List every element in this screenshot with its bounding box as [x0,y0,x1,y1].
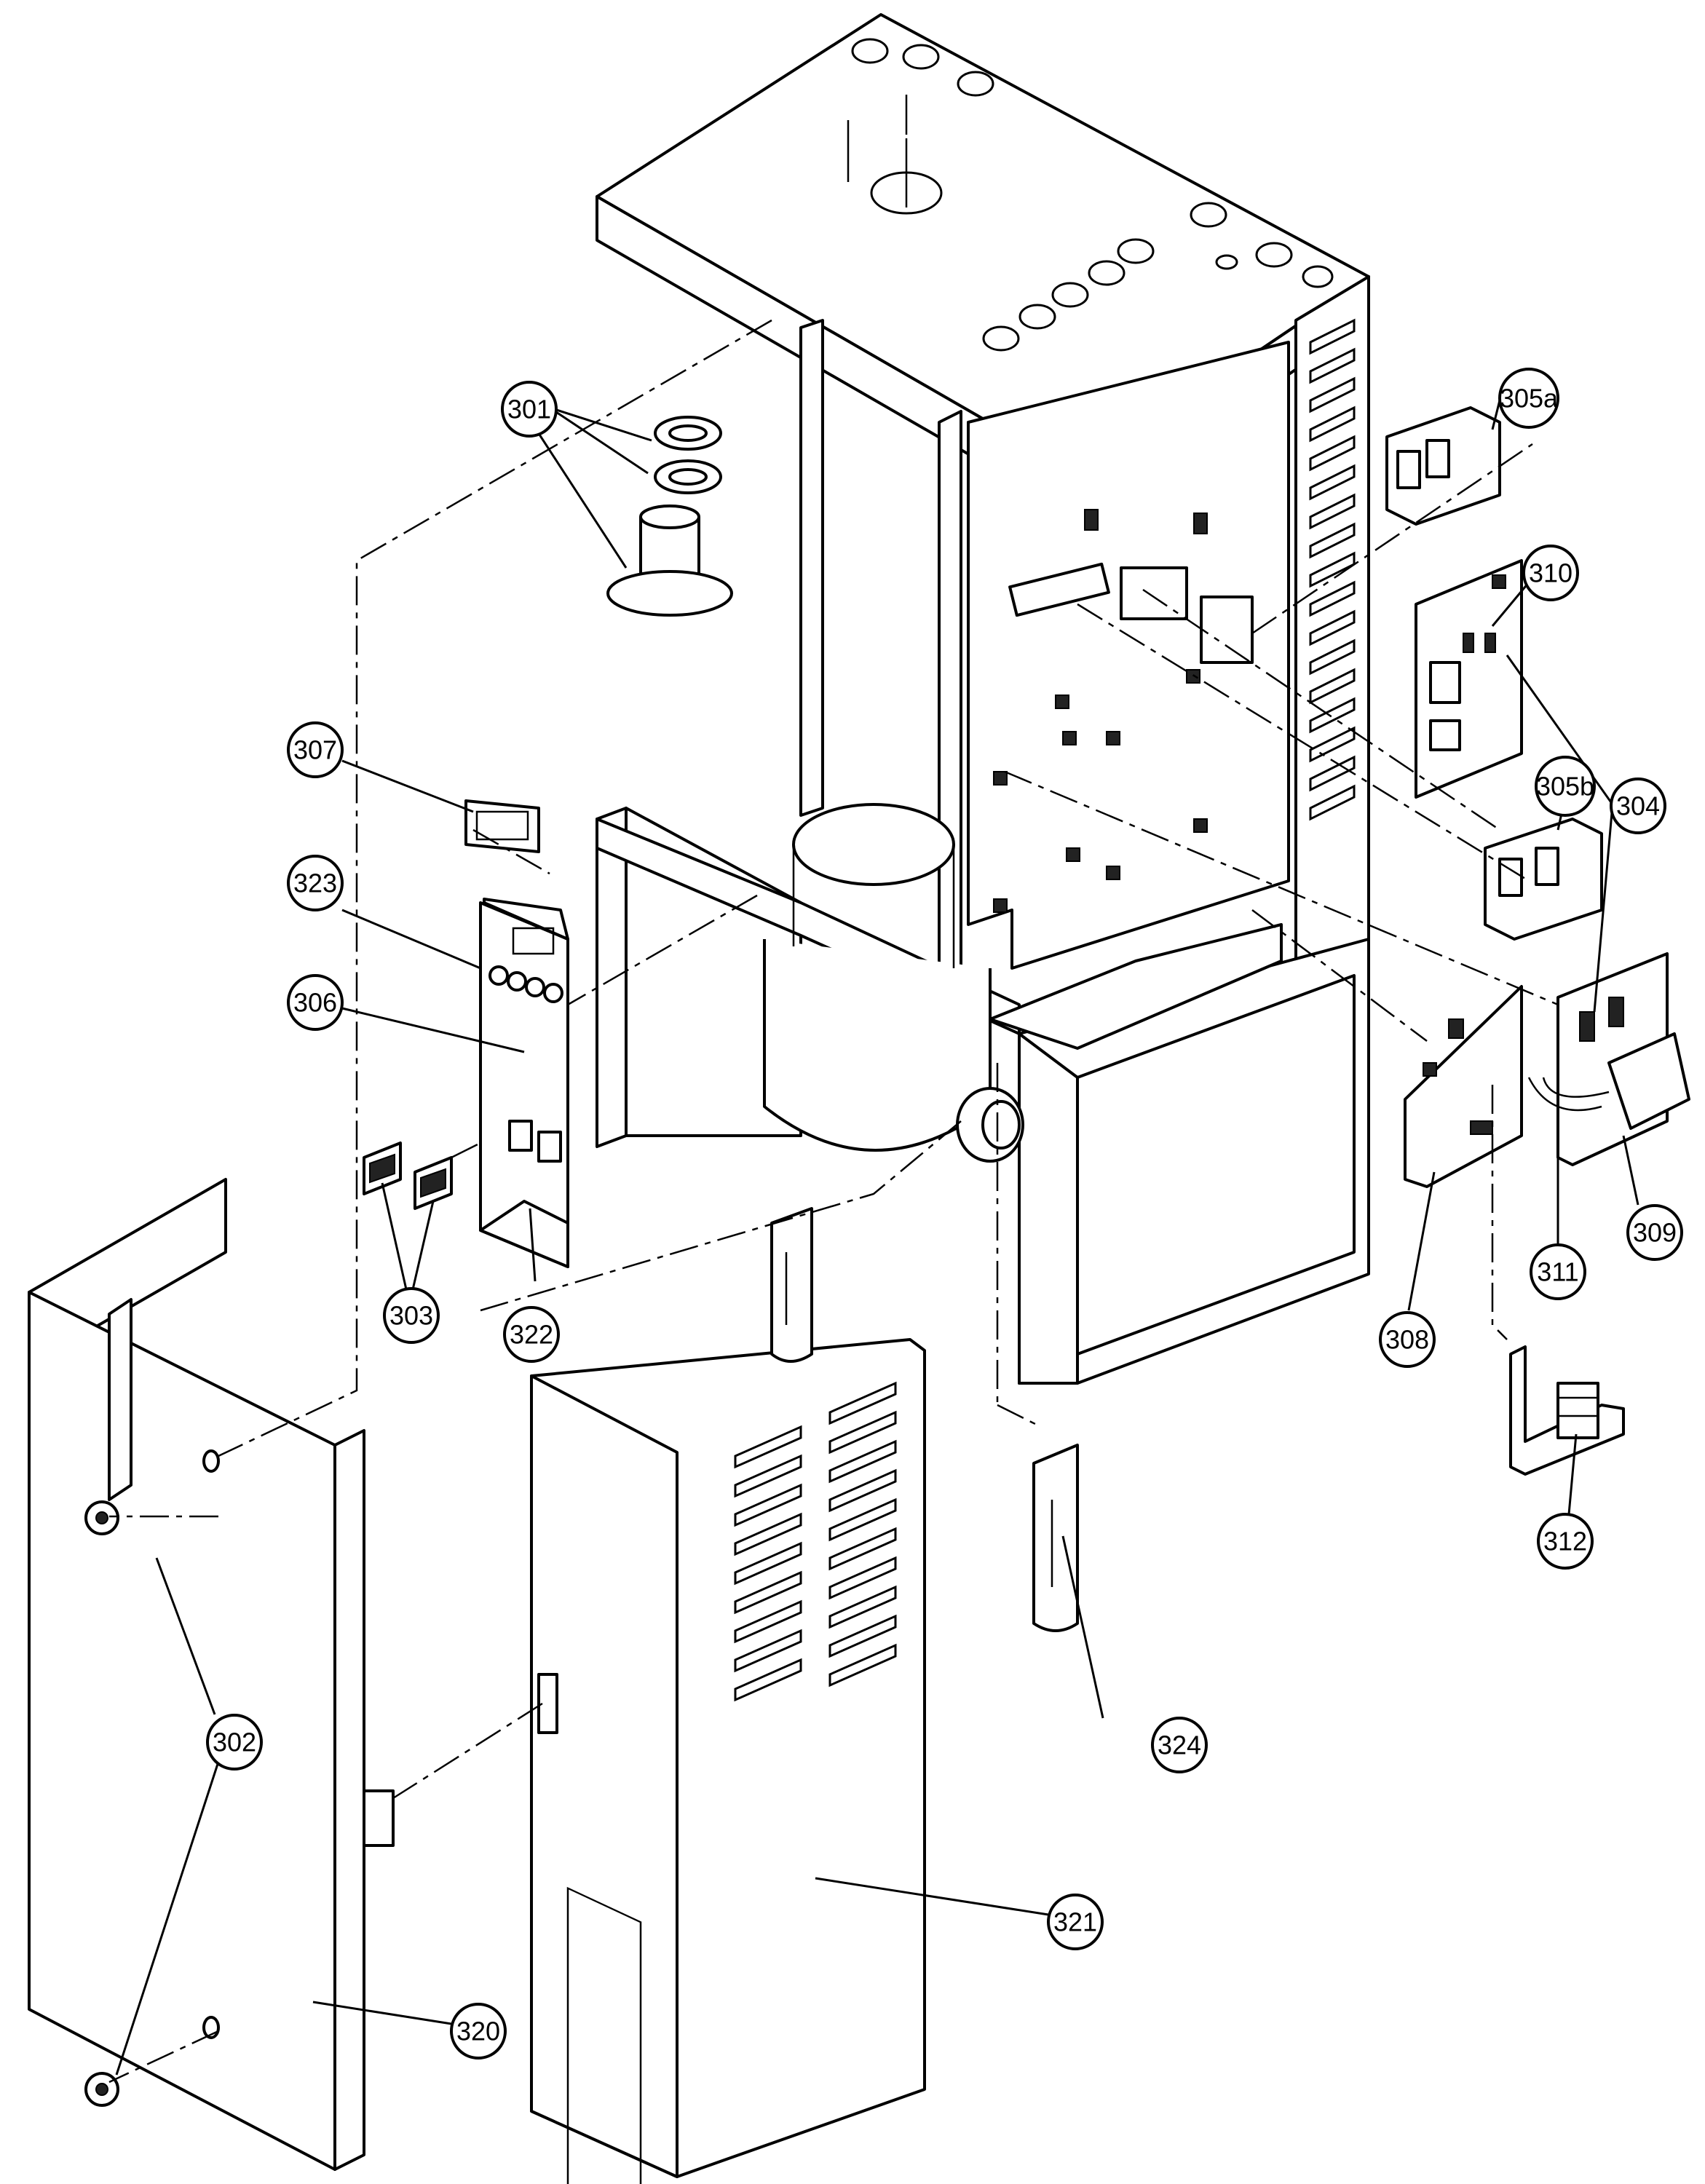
svg-text:306: 306 [293,988,337,1018]
svg-text:305b: 305b [1536,772,1594,802]
callout-302: 302 [206,1714,263,1770]
svg-text:311: 311 [1537,1257,1578,1287]
flange-and-gaskets [606,416,733,617]
svg-text:320: 320 [456,2017,500,2046]
control-panel-306 [479,898,569,1268]
callout-324: 324 [1151,1717,1208,1773]
transformer-312 [1509,1345,1625,1476]
relay-board-310 [1415,559,1523,799]
contactor-305a [1385,406,1501,526]
callout-321: 321 [1047,1894,1104,1950]
callout-320: 320 [450,2003,507,2060]
control-board-308 [1404,985,1523,1188]
svg-text:324: 324 [1158,1730,1201,1760]
callout-304: 304 [1610,778,1666,834]
callout-312: 312 [1537,1513,1594,1570]
svg-text:302: 302 [213,1728,256,1757]
svg-text:303: 303 [389,1301,433,1331]
svg-text:304: 304 [1616,791,1660,821]
right-door-321 [530,1338,926,2184]
transformer-board-309 [1527,952,1690,1166]
callout-303: 303 [383,1287,440,1344]
svg-text:307: 307 [293,735,337,765]
callout-307: 307 [287,721,344,778]
svg-text:323: 323 [293,869,337,898]
svg-text:305a: 305a [1500,384,1559,414]
svg-text:309: 309 [1633,1218,1677,1248]
callout-301: 301 [501,381,558,438]
assembly-lines [108,319,1559,2084]
svg-text:310: 310 [1529,558,1573,588]
cabinet-frame [596,13,1370,1385]
callout-322: 322 [503,1306,560,1363]
callout-310: 310 [1522,545,1579,601]
rocker-switches-303 [363,1142,453,1210]
callout-305a: 305a [1498,368,1559,429]
svg-text:312: 312 [1543,1527,1587,1556]
hook-brackets-324 [770,1207,1079,1632]
contactor-305b [1484,818,1603,941]
callout-323: 323 [287,855,344,911]
callout-308: 308 [1379,1311,1436,1368]
svg-text:321: 321 [1053,1907,1097,1937]
callout-305b: 305b [1535,756,1596,817]
svg-text:301: 301 [507,395,551,424]
callout-306: 306 [287,974,344,1031]
svg-text:308: 308 [1385,1325,1429,1355]
left-door-320 [28,1178,395,2171]
callout-311: 311 [1530,1243,1586,1300]
leader-lines [115,400,1639,2076]
callout-309: 309 [1626,1204,1683,1261]
svg-text:322: 322 [510,1320,553,1350]
display-307 [464,799,540,853]
